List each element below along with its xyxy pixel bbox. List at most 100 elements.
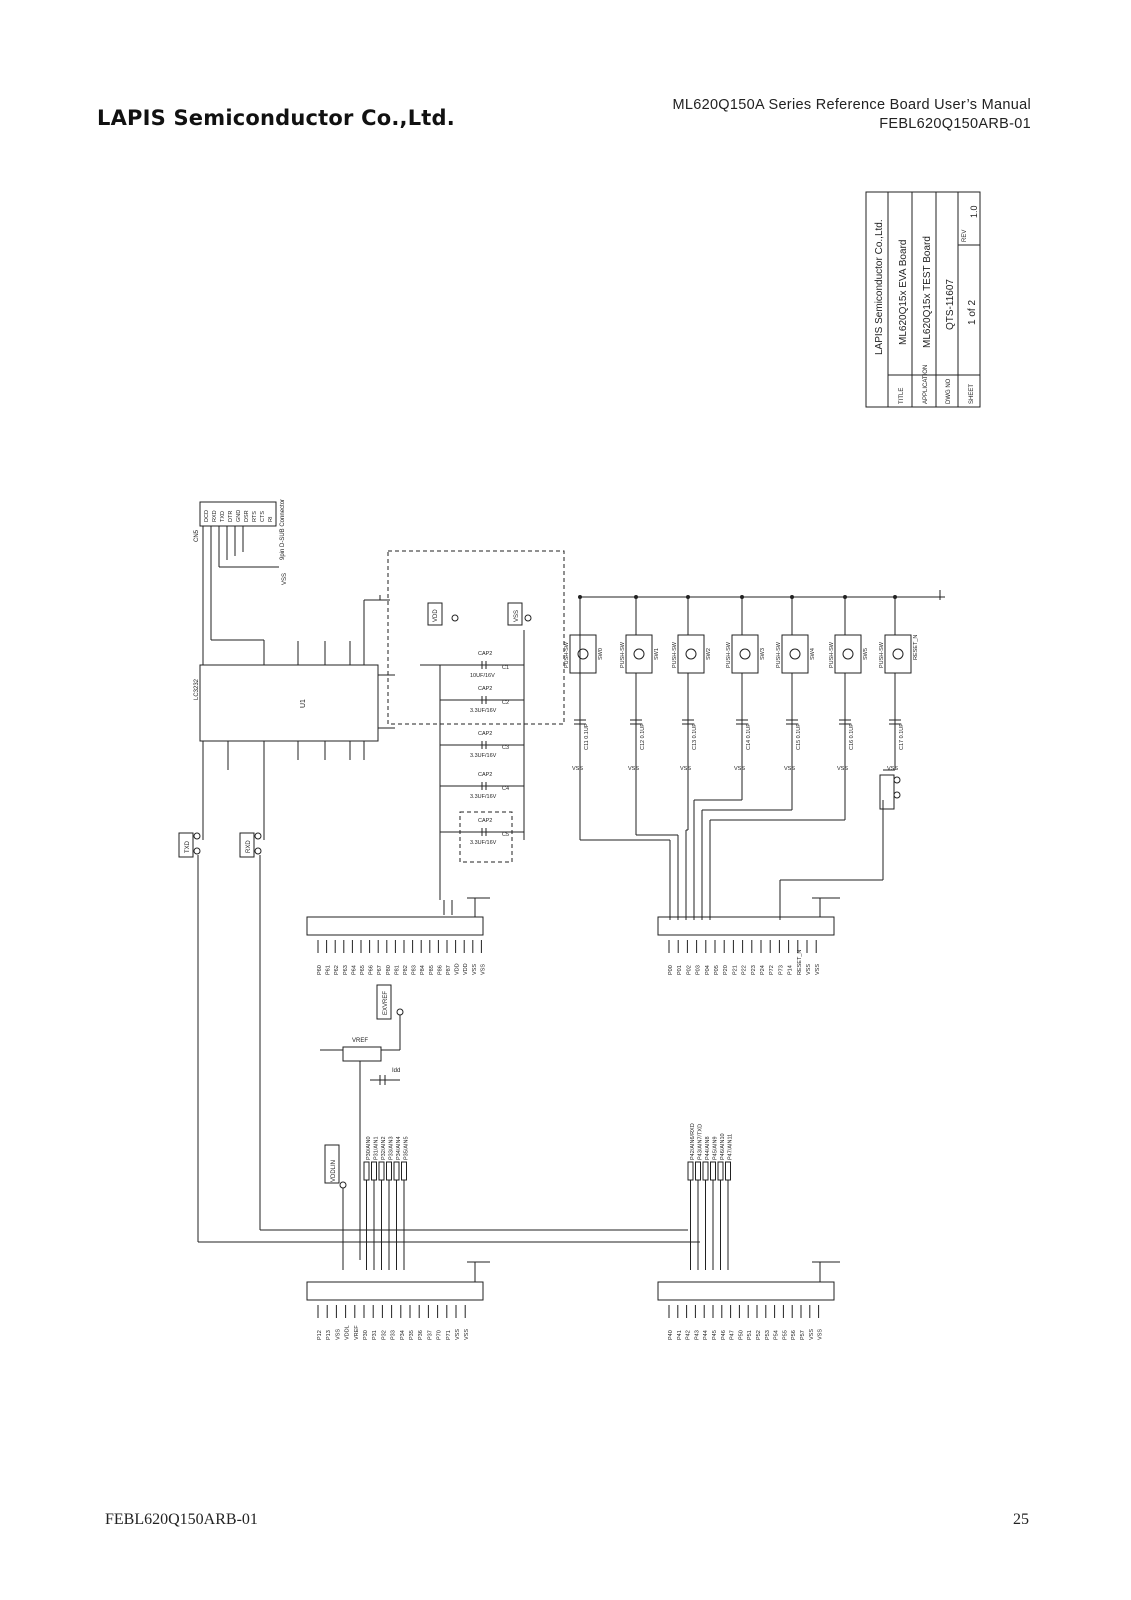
connector-cn4 <box>657 897 840 936</box>
connector-pin-label: P41 <box>677 1330 683 1340</box>
connector-pin-label: P62 <box>334 965 340 975</box>
connector-pin-label: P72 <box>769 965 775 975</box>
dsub-pin-label: CTS <box>260 511 266 522</box>
power-cap-box <box>387 550 565 915</box>
cap-value-label: 3.3UF/16V <box>470 708 497 714</box>
connector-pin-label: VDDL <box>345 1325 351 1340</box>
connector-pin-label: VSS <box>809 1329 815 1340</box>
connector-pin-label: VDD <box>463 963 469 975</box>
dsub-vss: VSS <box>282 573 288 585</box>
cn5-label: CN5 <box>194 529 200 542</box>
connector-pin-label: P51 <box>747 1330 753 1340</box>
push-sw-label: PUSH-SW <box>879 641 885 668</box>
cap-part-label: CAP2 <box>478 686 492 692</box>
dsub-pin-label: RXD <box>212 510 218 522</box>
connector-pin-label: VDD <box>455 963 461 975</box>
tb-dwg-label: DWG NO <box>946 378 952 404</box>
connector-pin-label: P73 <box>778 965 784 975</box>
manual-title: ML620Q150A Series Reference Board User’s… <box>672 97 1031 113</box>
push-sw-label: PUSH-SW <box>829 641 835 668</box>
connector-pin-label: P00 <box>668 965 674 975</box>
analog-pin-label: P47/AIN11 <box>728 1134 734 1160</box>
connector-pin-label: P36 <box>418 1330 424 1340</box>
idd-label: Idd <box>392 1068 400 1074</box>
connector-pin-label: P71 <box>446 1330 452 1340</box>
switch-bus <box>579 590 945 920</box>
connector-pin-label: P47 <box>730 1330 736 1340</box>
connector-pin-label: P85 <box>429 965 435 975</box>
connector-pin-label: P13 <box>326 1330 332 1340</box>
switch-name-label: SW1 <box>654 648 660 660</box>
connector-pin-label: P54 <box>774 1330 780 1340</box>
tb-title-label: TITLE <box>899 388 905 404</box>
connector-pin-label: P86 <box>437 965 443 975</box>
connector-pin-label: P44 <box>703 1330 709 1340</box>
connector-pin-label: P32 <box>381 1330 387 1340</box>
vddlin-label: VDDLIN <box>331 1160 337 1182</box>
analog-pin-label: P35/AIN5 <box>404 1136 410 1160</box>
dsub-caption: 9pin D-SUB Connector <box>280 499 286 560</box>
company-logo: LAPIS Semiconductor Co.,Ltd. <box>97 106 455 130</box>
connector-pin-label: P65 <box>360 965 366 975</box>
switch-name-label: SW2 <box>706 648 712 660</box>
connector-pin-label: VSS <box>335 1329 341 1340</box>
connector-pin-label: VSS <box>480 964 486 975</box>
cap-part-label: CAP2 <box>478 651 492 657</box>
analog-pin-label: P43/AIN7/TXD <box>698 1124 704 1160</box>
switch-name-label: SW4 <box>810 648 816 660</box>
connector-pin-label: P67 <box>377 965 383 975</box>
switch-vss-label: VSS <box>628 766 639 772</box>
title-block <box>865 191 981 408</box>
dsub-connector <box>199 501 279 665</box>
vref-label: VREF <box>352 1038 368 1044</box>
connector-pin-label: P24 <box>760 965 766 975</box>
connector-pin-label: P01 <box>677 965 683 975</box>
box-vss: VSS <box>514 610 520 622</box>
connector-pin-label: P33 <box>391 1330 397 1340</box>
connector-pin-label: P43 <box>694 1330 700 1340</box>
decoupling-cap-label: C17 0.1UF <box>899 723 905 750</box>
decoupling-cap-label: C11 0.1UF <box>584 723 590 750</box>
decoupling-cap-label: C15 0.1UF <box>796 723 802 750</box>
connector-pin-label: P50 <box>738 1330 744 1340</box>
connector-pin-label: P22 <box>742 965 748 975</box>
decoupling-cap-label: C13 0.1UF <box>692 723 698 750</box>
dsub-pin-label: DTR <box>228 511 234 522</box>
connector-pin-label: P45 <box>712 1330 718 1340</box>
connector-pin-label: P14 <box>788 965 794 975</box>
connector-pin-label: P20 <box>723 965 729 975</box>
connector-cn3 <box>306 897 490 936</box>
connector-pin-label: P70 <box>437 1330 443 1340</box>
connector-pin-label: P55 <box>782 1330 788 1340</box>
connector-pin-label: P35 <box>409 1330 415 1340</box>
analog-pin-label: P30/AIN0 <box>366 1136 372 1160</box>
cap-ref-label: C3 <box>502 745 509 751</box>
analog-pin-label: P31/AIN1 <box>374 1136 380 1160</box>
switch-vss-label: VSS <box>887 766 898 772</box>
connector-pin-label: VSS <box>818 1329 824 1340</box>
analog-pin-label: P45/AIN9 <box>713 1136 719 1160</box>
connector-pin-label: VSS <box>464 1329 470 1340</box>
connector-pin-label: P66 <box>369 965 375 975</box>
connector-pin-label: P84 <box>420 965 426 975</box>
connector-pin-label: P53 <box>765 1330 771 1340</box>
connector-cn2 <box>657 1261 840 1301</box>
dsub-pin-label: GND <box>236 510 242 522</box>
push-sw-label: PUSH-SW <box>564 641 570 668</box>
connector-pin-label: P12 <box>317 1330 323 1340</box>
cap-ref-label: C5 <box>502 832 509 838</box>
tb-company: LAPIS Semiconductor Co.,Ltd. <box>874 219 885 355</box>
connector-pin-label: P34 <box>400 1330 406 1340</box>
page-number: 25 <box>1013 1511 1029 1528</box>
connector-pin-label: P04 <box>705 965 711 975</box>
dsub-pin-label: DSR <box>244 510 250 522</box>
